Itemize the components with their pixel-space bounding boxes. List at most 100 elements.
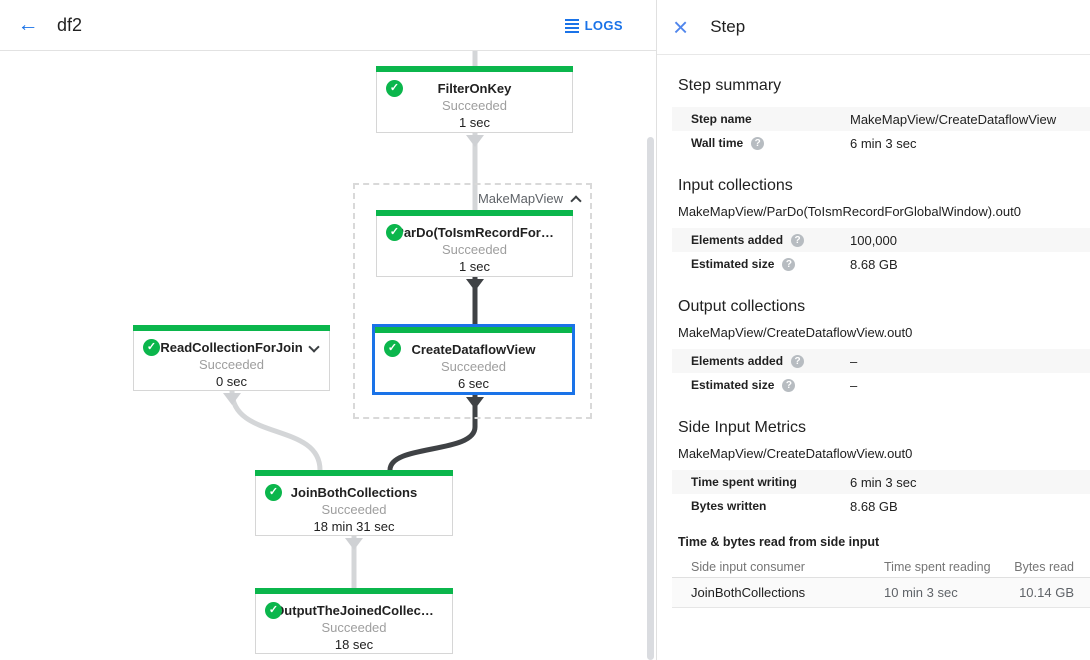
help-icon[interactable]: ? xyxy=(791,233,805,247)
node-title: ReadCollectionForJoin xyxy=(160,340,303,355)
section-heading-output-collections: Output collections xyxy=(678,298,806,315)
logs-button-label: LOGS xyxy=(584,18,623,33)
node-status-bar xyxy=(255,588,453,594)
kv-label: Time spent writing xyxy=(691,475,797,489)
close-icon[interactable]: × xyxy=(673,12,689,42)
check-circle-icon: ✓ xyxy=(386,224,403,241)
check-circle-icon: ✓ xyxy=(143,339,160,356)
step-summary-rows: Step name MakeMapView/CreateDataflowView… xyxy=(672,107,1090,155)
logs-list-icon xyxy=(564,18,579,33)
job-title: df2 xyxy=(57,14,83,35)
kv-row: Wall time? 6 min 3 sec xyxy=(672,131,1090,155)
help-icon[interactable]: ? xyxy=(782,257,796,271)
node-title: ParDo(ToIsmRecordFor… xyxy=(395,225,554,240)
table-header-row: Side input consumer Time spent reading B… xyxy=(672,556,1090,578)
node-status-bar xyxy=(376,66,573,72)
back-arrow-icon[interactable]: ← xyxy=(17,13,39,36)
group-makemapview-toggle[interactable]: MakeMapView xyxy=(477,191,582,207)
check-circle-icon: ✓ xyxy=(265,484,282,501)
side-input-table-heading: Time & bytes read from side input xyxy=(678,535,880,549)
node-time: 0 sec xyxy=(215,374,248,389)
kv-value: 100,000 xyxy=(850,232,897,248)
kv-row: Estimated size? 8.68 GB xyxy=(672,252,1090,276)
job-graph-canvas: MakeMapView ✓ FilterOnKey Succeeded 1 se… xyxy=(0,51,656,660)
step-node-readcollectionforjoin[interactable]: ✓ ReadCollectionForJoin Succeeded 0 sec xyxy=(133,325,330,391)
node-title: FilterOnKey xyxy=(437,81,512,96)
side-input-collection-name: MakeMapView/CreateDataflowView.out0 xyxy=(678,446,913,461)
kv-value: 8.68 GB xyxy=(850,498,898,514)
input-collections-rows: Elements added? 100,000 Estimated size? … xyxy=(672,228,1090,276)
step-node-outputthejoinedcollection[interactable]: ✓ OutputTheJoinedCollec… Succeeded 18 se… xyxy=(255,588,453,654)
node-time: 1 sec xyxy=(458,115,491,130)
check-circle-icon: ✓ xyxy=(265,602,282,619)
kv-value: – xyxy=(850,353,858,369)
kv-row: Time spent writing 6 min 3 sec xyxy=(672,470,1090,494)
table-cell-time: 10 min 3 sec xyxy=(884,585,958,600)
table-row: JoinBothCollections 10 min 3 sec 10.14 G… xyxy=(672,578,1090,608)
input-collection-name: MakeMapView/ParDo(ToIsmRecordForGlobalWi… xyxy=(678,204,1021,219)
column-header: Side input consumer xyxy=(691,559,805,574)
section-heading-input-collections: Input collections xyxy=(678,177,793,194)
panel-header: × Step xyxy=(657,0,1090,55)
chevron-up-icon xyxy=(570,194,582,207)
node-time: 18 min 31 sec xyxy=(313,519,395,534)
kv-value: 8.68 GB xyxy=(850,256,898,272)
kv-row: Elements added? 100,000 xyxy=(672,228,1090,252)
check-circle-icon: ✓ xyxy=(386,80,403,97)
group-makemapview: MakeMapView xyxy=(353,183,592,419)
node-status: Succeeded xyxy=(440,359,507,374)
output-collections-rows: Elements added? – Estimated size? – xyxy=(672,349,1090,397)
node-status: Succeeded xyxy=(321,502,387,517)
topbar: ← df2 LOGS xyxy=(0,0,656,51)
kv-value: – xyxy=(850,377,858,393)
step-node-pardo-toismrecord[interactable]: ✓ ParDo(ToIsmRecordFor… Succeeded 1 sec xyxy=(376,210,573,277)
group-label: MakeMapView xyxy=(477,191,563,206)
kv-value: 6 min 3 sec xyxy=(850,135,917,151)
side-input-table: Side input consumer Time spent reading B… xyxy=(672,556,1090,608)
kv-label: Elements added xyxy=(691,233,784,247)
kv-row: Bytes written 8.68 GB xyxy=(672,494,1090,518)
kv-row: Estimated size? – xyxy=(672,373,1090,397)
help-icon[interactable]: ? xyxy=(791,354,805,368)
node-time: 18 sec xyxy=(334,637,374,652)
node-title: CreateDataflowView xyxy=(411,342,536,357)
help-icon[interactable]: ? xyxy=(751,136,765,150)
help-icon[interactable]: ? xyxy=(782,378,796,392)
node-title: JoinBothCollections xyxy=(290,485,418,500)
node-time: 6 sec xyxy=(457,376,490,391)
node-status: Succeeded xyxy=(321,620,387,635)
kv-value: MakeMapView/CreateDataflowView xyxy=(850,111,1057,127)
section-heading-step-summary: Step summary xyxy=(678,77,782,94)
node-status-bar xyxy=(376,210,573,216)
kv-label: Bytes written xyxy=(691,499,767,513)
node-status: Succeeded xyxy=(441,98,508,113)
table-cell-bytes: 10.14 GB xyxy=(1019,585,1074,600)
node-status: Succeeded xyxy=(441,242,508,257)
kv-value: 6 min 3 sec xyxy=(850,474,917,490)
side-input-metrics-rows: Time spent writing 6 min 3 sec Bytes wri… xyxy=(672,470,1090,518)
node-title: OutputTheJoinedCollec… xyxy=(274,603,434,618)
table-cell-consumer: JoinBothCollections xyxy=(691,585,806,600)
step-node-joinbothcollections[interactable]: ✓ JoinBothCollections Succeeded 18 min 3… xyxy=(255,470,453,536)
logs-button[interactable]: LOGS xyxy=(564,0,623,51)
output-collection-name: MakeMapView/CreateDataflowView.out0 xyxy=(678,325,913,340)
step-details-panel: × Step Step summary Step name MakeMapVie… xyxy=(656,0,1090,660)
kv-label: Elements added xyxy=(691,354,784,368)
kv-label: Estimated size xyxy=(691,257,775,271)
step-node-filteronkey[interactable]: ✓ FilterOnKey Succeeded 1 sec xyxy=(376,66,573,133)
section-heading-side-input-metrics: Side Input Metrics xyxy=(678,419,807,436)
kv-row: Step name MakeMapView/CreateDataflowView xyxy=(672,107,1090,131)
check-circle-icon: ✓ xyxy=(384,340,401,357)
graph-vertical-scrollbar[interactable] xyxy=(647,137,654,660)
node-time: 1 sec xyxy=(458,259,491,274)
kv-label: Wall time xyxy=(691,136,744,150)
step-node-createdataflowview-selected[interactable]: ✓ CreateDataflowView Succeeded 6 sec xyxy=(372,324,575,395)
kv-label: Estimated size xyxy=(691,378,775,392)
graph-edges xyxy=(223,51,484,588)
kv-row: Elements added? – xyxy=(672,349,1090,373)
node-status-bar xyxy=(375,327,572,333)
node-status-bar xyxy=(255,470,453,476)
node-status: Succeeded xyxy=(198,357,265,372)
column-header: Time spent reading xyxy=(884,559,991,574)
